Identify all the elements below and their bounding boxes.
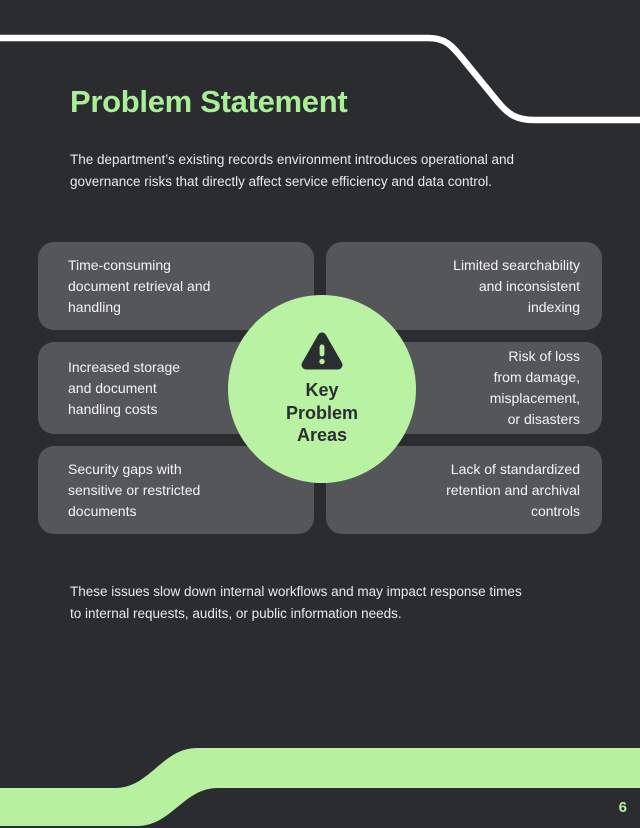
key-problem-circle: Key Problem Areas	[228, 295, 416, 483]
page-title: Problem Statement	[70, 84, 348, 119]
warning-icon	[301, 332, 343, 370]
top-divider-line	[0, 34, 640, 124]
outro-text: These issues slow down internal workflow…	[70, 584, 522, 621]
circle-label: Key Problem Areas	[285, 380, 359, 446]
footer-wave	[0, 748, 640, 826]
intro-text: The department’s existing records enviro…	[70, 152, 515, 189]
page-number: 6	[618, 799, 627, 816]
